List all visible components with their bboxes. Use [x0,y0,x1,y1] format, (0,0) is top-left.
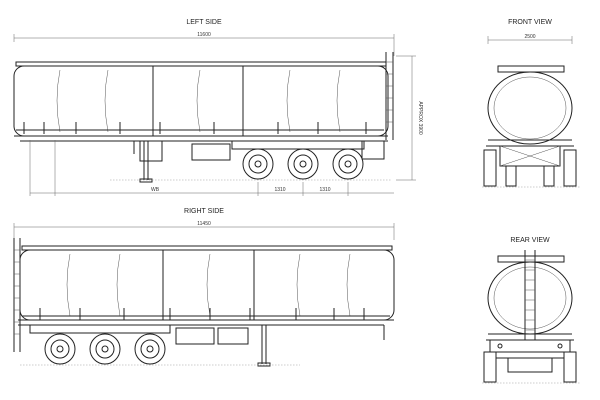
left-length-dimension: 11600 [13,32,395,56]
front-view: FRONT VIEW 2500 [482,19,580,188]
front-tank [483,65,577,187]
right-side-title: RIGHT SIDE [184,208,224,215]
left-wheel-3 [332,148,364,180]
left-side-title: LEFT SIDE [186,19,222,26]
left-dim-wb: WB [151,187,160,193]
left-bottom-dimensions: WB 1310 1310 [29,140,394,196]
front-view-title: FRONT VIEW [508,19,552,26]
rear-view-title: REAR VIEW [510,237,550,244]
right-wheel-3 [134,333,166,365]
left-dim-1310-a: 1310 [274,187,285,193]
left-dim-1310-b: 1310 [319,187,330,193]
right-wheels [44,333,166,365]
right-side-view: RIGHT SIDE 11450 [13,208,395,367]
right-wheel-1 [44,333,76,365]
left-chassis [14,135,388,183]
left-wheel-1 [242,148,274,180]
left-height-label: APPROX 3900 [417,101,423,135]
rear-tank [483,250,577,383]
right-tank-body [13,238,395,352]
left-tank-body [13,52,394,140]
left-height-dimension: APPROX 3900 [396,55,423,181]
left-wheels [242,148,364,180]
left-wheel-2 [287,148,319,180]
front-width-dimension: 2500 [487,34,573,44]
left-side-view: LEFT SIDE 11600 [13,19,423,196]
right-length-dimension: 11450 [13,221,395,240]
right-chassis [18,319,394,367]
front-width-label: 2500 [524,34,535,40]
left-length-label: 11600 [197,32,211,38]
rear-view: REAR VIEW [482,237,580,384]
right-wheel-2 [89,333,121,365]
right-length-label: 11450 [197,221,211,227]
